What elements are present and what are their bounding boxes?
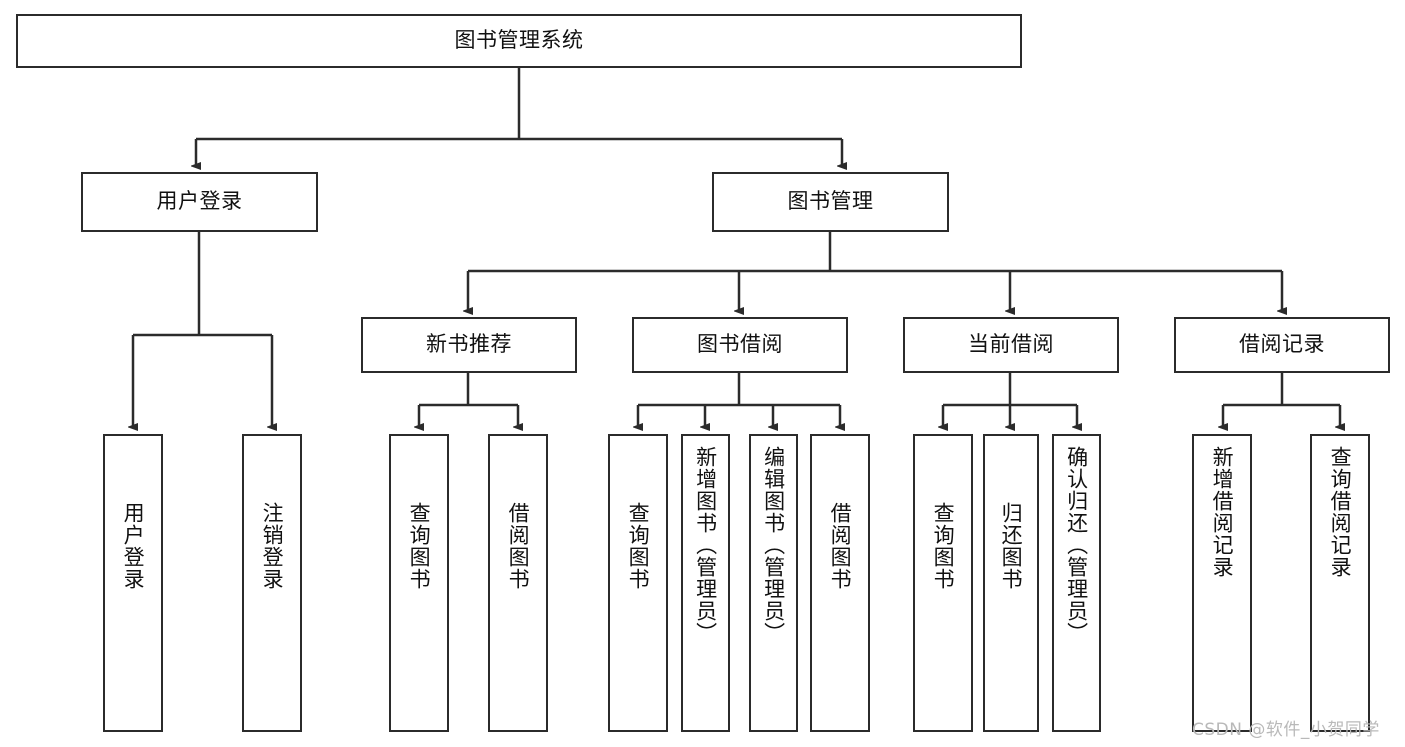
node-borrow-record[interactable]: 借阅记录 [1174, 317, 1390, 373]
node-user-login[interactable]: 用户登录 [81, 172, 318, 232]
leaf-query-book-borrow[interactable]: 查询图书 [608, 434, 668, 732]
node-label: 借阅记录 [1239, 332, 1325, 357]
node-label: 新增图书（管理员） [693, 446, 718, 644]
node-label: 查询图书 [626, 502, 651, 590]
node-label: 新书推荐 [426, 332, 512, 357]
watermark-credit: CSDN @软件_小贺同学 [1192, 720, 1380, 740]
leaf-query-book-recommend[interactable]: 查询图书 [389, 434, 449, 732]
leaf-query-borrow-record[interactable]: 查询借阅记录 [1310, 434, 1370, 732]
node-label: 确认归还（管理员） [1064, 446, 1089, 644]
node-root-book-management-system[interactable]: 图书管理系统 [16, 14, 1022, 68]
leaf-confirm-return-admin[interactable]: 确认归还（管理员） [1052, 434, 1101, 732]
leaf-logout[interactable]: 注销登录 [242, 434, 302, 732]
node-label: 归还图书 [999, 502, 1024, 590]
node-current-borrow[interactable]: 当前借阅 [903, 317, 1119, 373]
node-label: 注销登录 [260, 502, 285, 590]
node-label: 图书管理 [787, 189, 874, 214]
node-book-borrow[interactable]: 图书借阅 [632, 317, 848, 373]
leaf-edit-book-admin[interactable]: 编辑图书（管理员） [749, 434, 798, 732]
node-label: 当前借阅 [968, 332, 1054, 357]
leaf-borrow-book-recommend[interactable]: 借阅图书 [488, 434, 548, 732]
node-label: 查询借阅记录 [1328, 446, 1353, 578]
node-new-book-recommend[interactable]: 新书推荐 [361, 317, 577, 373]
leaf-query-book-current[interactable]: 查询图书 [913, 434, 973, 732]
node-book-management[interactable]: 图书管理 [712, 172, 949, 232]
leaf-user-login[interactable]: 用户登录 [103, 434, 163, 732]
leaf-borrow-book[interactable]: 借阅图书 [810, 434, 870, 732]
node-label: 查询图书 [407, 502, 432, 590]
node-label: 编辑图书（管理员） [761, 446, 786, 644]
node-label: 用户登录 [121, 502, 146, 590]
node-label: 图书管理系统 [454, 28, 584, 53]
node-label: 用户登录 [156, 189, 243, 214]
leaf-return-book[interactable]: 归还图书 [983, 434, 1039, 732]
leaf-add-book-admin[interactable]: 新增图书（管理员） [681, 434, 730, 732]
leaf-add-borrow-record[interactable]: 新增借阅记录 [1192, 434, 1252, 732]
node-label: 借阅图书 [828, 502, 853, 590]
node-label: 图书借阅 [697, 332, 783, 357]
node-label: 查询图书 [931, 502, 956, 590]
node-label: 借阅图书 [506, 502, 531, 590]
node-label: 新增借阅记录 [1210, 446, 1235, 578]
